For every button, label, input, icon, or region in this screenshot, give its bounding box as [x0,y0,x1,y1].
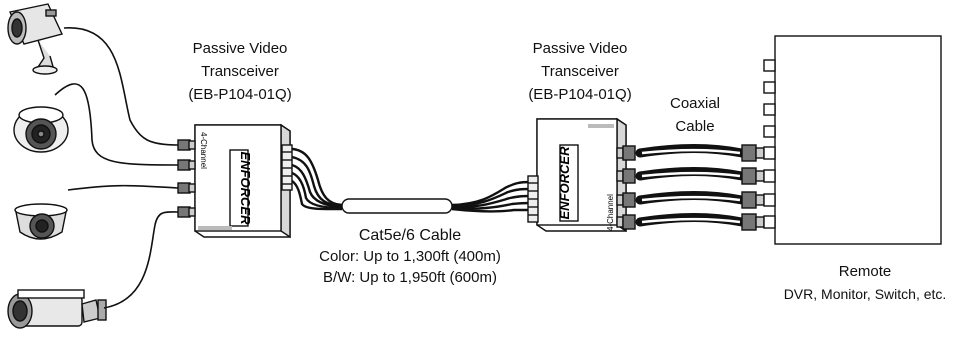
left-transceiver-line3: (EB-P104-01Q) [188,86,292,103]
cat5-color-range: Color: Up to 1,300ft (400m) [319,248,501,265]
left-brand-text: ENFORCER [238,152,253,226]
cat5-cable [341,198,453,214]
coaxial-line1: Coaxial [669,95,721,112]
bullet-camera [7,3,63,75]
right-transceiver [527,117,636,233]
right-twisted-wires [451,180,531,213]
remote-line2: DVR, Monitor, Switch, etc. [783,286,947,302]
left-transceiver-label: Passive Video Transceiver (EB-P104-01Q) [165,37,315,106]
cat5-cable-label: Cat5e/6 Cable Color: Up to 1,300ft (400m… [295,225,525,288]
camera-cables [54,27,179,309]
box-camera [7,289,107,329]
mini-dome-camera [14,203,68,240]
remote-line1: Remote [838,263,892,280]
remote-dvr-box [763,35,942,245]
left-transceiver [177,123,293,239]
left-transceiver-line2: Transceiver [201,63,279,80]
right-brand-text: ENFORCER [557,146,572,220]
left-transceiver-line1: Passive Video [192,40,288,57]
cat5-bw-range: B/W: Up to 1,950ft (600m) [323,269,497,286]
right-channel-text: 4-Channel [606,194,615,231]
right-transceiver-line3: (EB-P104-01Q) [528,86,632,103]
dome-camera [13,106,69,153]
right-transceiver-label: Passive Video Transceiver (EB-P104-01Q) [505,37,655,106]
left-twisted-wires [291,147,343,211]
coaxial-cables [635,144,765,231]
right-transceiver-line2: Transceiver [541,63,619,80]
coaxial-line2: Cable [675,118,715,135]
right-transceiver-line1: Passive Video [532,40,628,57]
left-channel-text: 4-Channel [199,132,208,169]
coaxial-cable-label: Coaxial Cable [655,92,735,138]
cat5-title: Cat5e/6 Cable [358,227,462,244]
remote-label: Remote DVR, Monitor, Switch, etc. [775,260,955,306]
